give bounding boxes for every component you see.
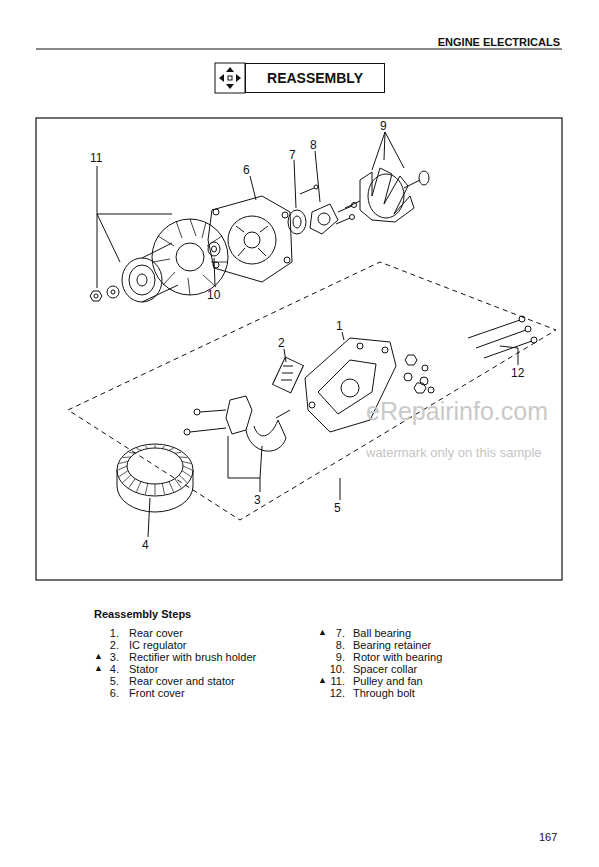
step-name: Rotor with bearing xyxy=(353,651,442,663)
callout-number: 3 xyxy=(254,494,261,507)
watermark: watermark only on this sample xyxy=(366,446,542,460)
step-name: Bearing retainer xyxy=(353,639,431,651)
callout-number: 1 xyxy=(336,320,343,333)
step-name: IC regulator xyxy=(129,639,186,651)
page-number: 167 xyxy=(539,831,557,843)
callout-number: 7 xyxy=(289,149,296,162)
callout-number: 6 xyxy=(243,164,250,177)
step-number: 10. xyxy=(330,663,345,675)
step-name: Rear cover xyxy=(129,627,183,639)
step-number: 3. xyxy=(110,651,119,663)
step-name: Ball bearing xyxy=(353,627,411,639)
section-header: ENGINE ELECTRICALS xyxy=(438,36,560,48)
step-name: Front cover xyxy=(129,687,185,699)
callout-number: 8 xyxy=(310,139,317,152)
step-number: 7. xyxy=(336,627,345,639)
caution-mark: ▲ xyxy=(94,652,103,662)
step-name: Rectifier with brush holder xyxy=(129,651,256,663)
step-name: Spacer collar xyxy=(353,663,417,675)
step-name: Rear cover and stator xyxy=(129,675,235,687)
step-number: 11. xyxy=(331,675,345,687)
steps-heading: Reassembly Steps xyxy=(94,608,191,620)
callout-number: 9 xyxy=(380,120,387,133)
step-name: Through bolt xyxy=(353,687,415,699)
watermark: eRepairinfo.com xyxy=(366,398,548,426)
callout-number: 10 xyxy=(207,289,220,302)
caution-mark: ▲ xyxy=(318,676,327,686)
callout-number: 11 xyxy=(90,152,102,165)
caution-mark: ▲ xyxy=(94,664,103,674)
step-number: 12. xyxy=(330,687,345,699)
step-number: 1. xyxy=(110,627,119,639)
step-number: 9. xyxy=(336,651,345,663)
step-number: 2. xyxy=(110,639,119,651)
step-number: 4. xyxy=(110,663,119,675)
step-number: 8. xyxy=(336,639,345,651)
section-title: REASSEMBLY xyxy=(245,63,385,93)
step-number: 5. xyxy=(110,675,119,687)
caution-mark: ▲ xyxy=(318,628,327,638)
callout-number: 5 xyxy=(334,502,341,515)
step-number: 6. xyxy=(110,687,119,699)
callout-number: 12 xyxy=(511,367,524,380)
callout-number: 2 xyxy=(278,337,285,350)
step-name: Pulley and fan xyxy=(353,675,423,687)
step-name: Stator xyxy=(129,663,158,675)
callout-number: 4 xyxy=(142,539,149,552)
